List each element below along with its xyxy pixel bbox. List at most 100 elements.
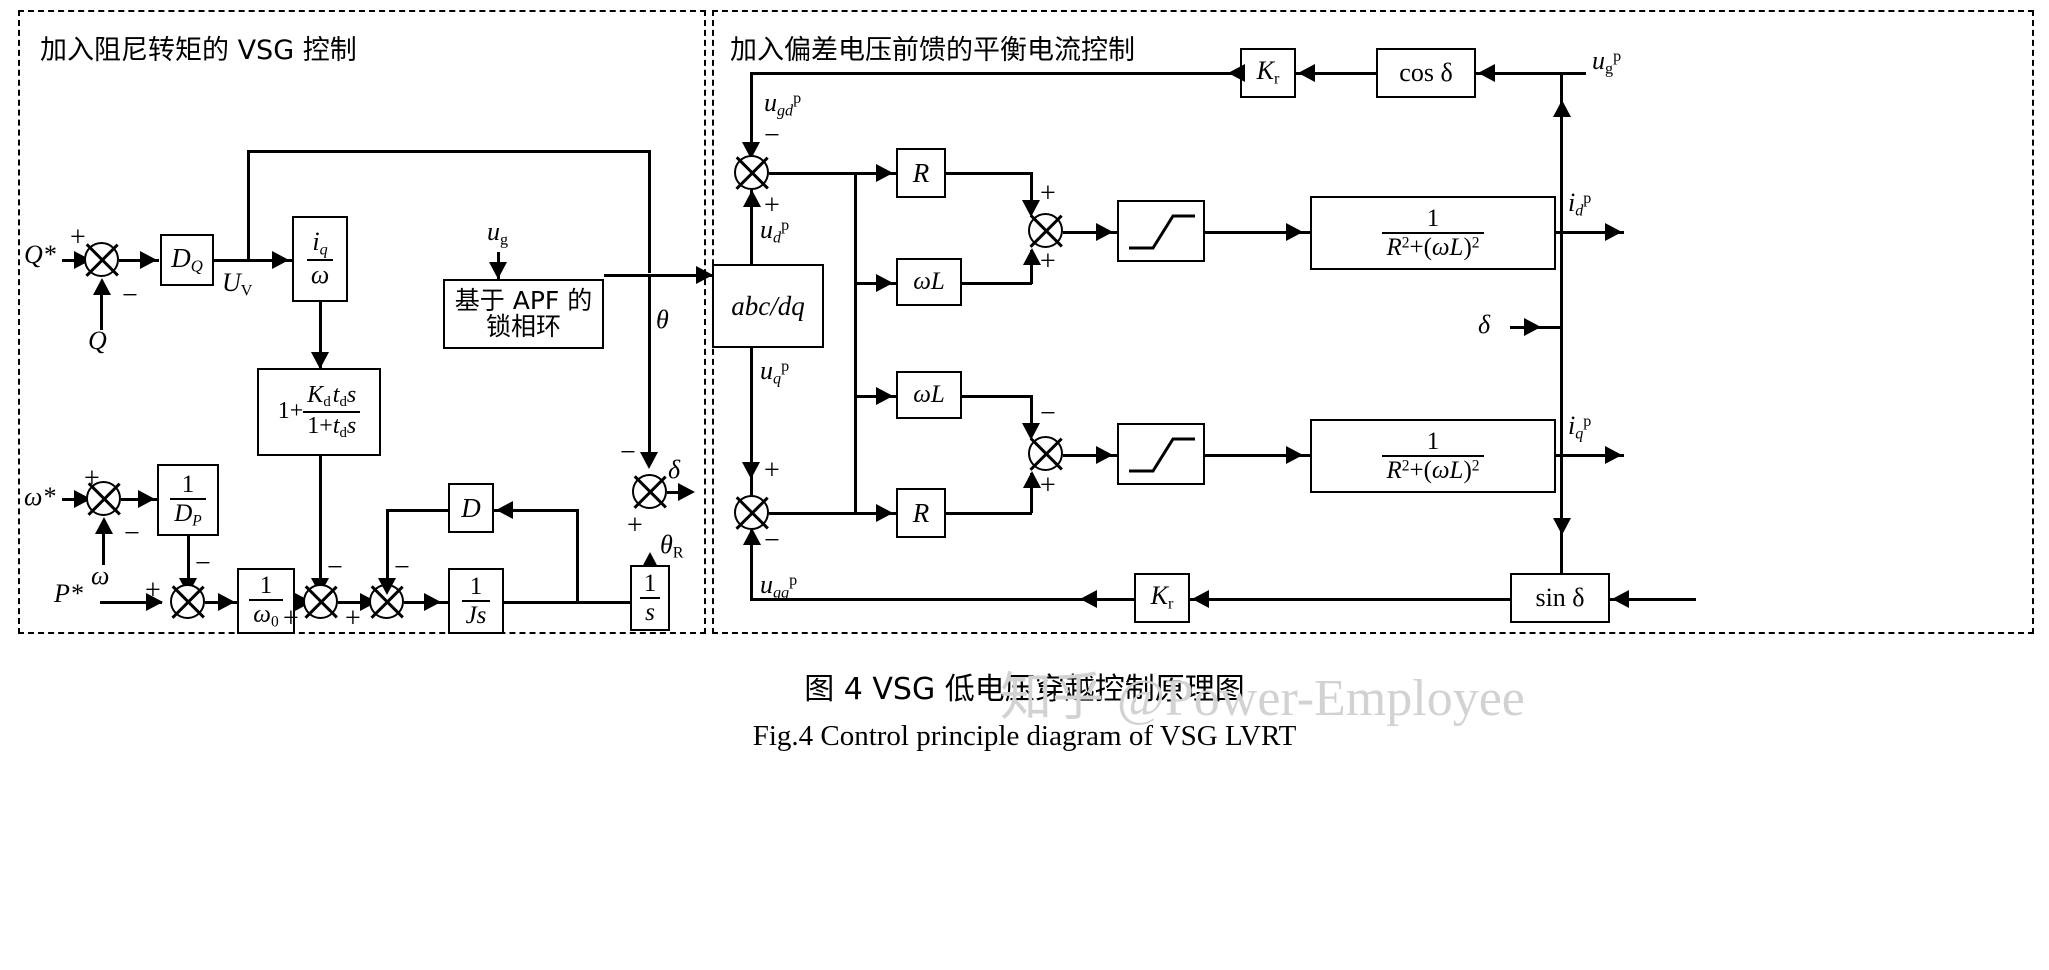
arrow-ud-up [743, 190, 761, 207]
arrow-d-down [378, 578, 396, 595]
label-q-fb: Q [88, 326, 107, 355]
sign-minus-d: − [394, 552, 410, 583]
label-ugq: ugqp [760, 570, 798, 602]
wire-sin-to-kr [1190, 598, 1510, 601]
left-panel-border [18, 10, 706, 634]
wire-d-right [494, 509, 578, 512]
block-d-gain: D [448, 483, 494, 533]
sum-p [170, 584, 205, 619]
block-wl-top: ωL [896, 258, 962, 306]
block-cos-delta: cos δ [1376, 48, 1476, 98]
wire-sat-top-out [1205, 231, 1310, 234]
wire-imp-bot-out [1556, 454, 1624, 457]
arrow-pll-to-abcdq [696, 266, 713, 284]
block-wl-bottom: ωL [896, 371, 962, 419]
wire-damping-down [319, 456, 322, 596]
block-sin-delta: sin δ [1510, 573, 1610, 623]
label-idp: idp [1568, 188, 1592, 220]
wire-ugp-bus [1560, 72, 1563, 598]
wire-wl-bot-down [1030, 395, 1033, 435]
block-kr-top: Kr [1240, 48, 1296, 98]
arrow-q-fb [93, 278, 111, 295]
arrow-ugq-up [743, 528, 761, 545]
arrow-to-dp [138, 490, 155, 508]
sign-plus-q: + [70, 222, 86, 253]
sign-minus-ugd: − [764, 120, 780, 151]
sign-plus-mix-bot-2: + [1040, 470, 1056, 501]
block-inv-omega0: 1 ω0 [237, 568, 295, 634]
block-abc-dq: abc/dq [712, 264, 824, 348]
label-ugp: ugp [1592, 46, 1622, 78]
block-pll: 基于 APF 的 锁相环 [443, 279, 604, 349]
wire-pll-out [604, 274, 712, 277]
wire-r-bot-out [946, 512, 1032, 515]
wire-wl-bot-out [962, 395, 1032, 398]
sign-minus-q: − [122, 280, 138, 311]
label-delta-left: δ [668, 455, 681, 484]
arrow-uq-down [742, 462, 760, 479]
arrow-thetar-up [641, 552, 659, 569]
wire-omega-fb [102, 531, 105, 565]
label-uv: UV [222, 268, 253, 300]
sign-plus-w0-out: + [283, 603, 299, 634]
wire-dp-down [187, 536, 190, 596]
wire-ud-up [750, 190, 753, 266]
block-impedance-bottom: 1 R2+(ωL)2 [1310, 419, 1556, 493]
figure-caption-cn: 图 4 VSG 低电压穿越控制原理图 [804, 672, 1245, 707]
label-ud: udp [760, 215, 790, 247]
wire-abcdq-split [854, 172, 857, 512]
arrow-to-w0 [218, 593, 235, 611]
block-inv-dp: 1 DP [157, 464, 219, 536]
arrow-to-wl-top [876, 274, 893, 292]
sign-minus-ugq: − [764, 525, 780, 556]
arrow-to-imp-top [1286, 223, 1303, 241]
wire-uq-to-r [769, 512, 896, 515]
arrow-r-top-down [1022, 200, 1040, 217]
label-q-ref: Q* [24, 240, 56, 269]
wire-mix-bot-out [1063, 454, 1117, 457]
arrow-to-iqw [272, 251, 289, 269]
wire-sat-bot-out [1205, 454, 1310, 457]
wire-cos-to-kr [1296, 72, 1376, 75]
arrow-to-wl-bot [876, 387, 893, 405]
wire-top-feedback [247, 150, 650, 153]
wire-top-rail [750, 72, 1240, 75]
wire-top-feedback-down [648, 150, 651, 273]
wire-pref [100, 601, 162, 604]
arrow-wl-bot-down [1022, 423, 1040, 440]
sum-ud [734, 155, 769, 190]
wire-dq-out [214, 259, 292, 262]
label-uq: uqp [760, 356, 790, 388]
arrow-top-rail-left [1228, 64, 1245, 82]
arrow-to-dq [140, 251, 157, 269]
sum-mix-bottom [1028, 436, 1063, 471]
label-ug: ug [487, 217, 509, 249]
block-dq: DQ [160, 234, 214, 286]
sign-plus-mix-top-1: + [1040, 178, 1056, 209]
sign-minus-dp: − [195, 548, 211, 579]
sum-damping [303, 584, 338, 619]
sum-q [84, 242, 119, 277]
right-panel-border [712, 10, 2034, 634]
wire-ugq-up [750, 530, 753, 600]
sign-plus-sum3: + [345, 603, 361, 634]
arrow-theta-to-sum [640, 452, 658, 469]
wire-js-out [504, 601, 630, 604]
sign-plus-mix-top-2: + [1040, 246, 1056, 277]
block-kr-bottom: Kr [1134, 573, 1190, 623]
block-integrator: 1 s [630, 565, 670, 631]
arrow-iqw-down [311, 352, 329, 369]
block-r-top: R [896, 148, 946, 198]
watermark: 知乎 @Power-Employee [1000, 670, 1525, 727]
arrow-bus-up [1553, 100, 1571, 117]
wire-abcdq-out-top [824, 172, 856, 175]
label-delta-right: δ [1478, 310, 1491, 339]
wire-iqw-down [319, 302, 322, 368]
label-theta: θ [656, 305, 669, 334]
arrow-ug-down [489, 262, 507, 279]
wire-r-top-down [1030, 172, 1033, 212]
label-iqp: iqp [1568, 411, 1592, 443]
arrow-delta-right [1524, 318, 1541, 336]
wire-r-top-out [946, 172, 1032, 175]
